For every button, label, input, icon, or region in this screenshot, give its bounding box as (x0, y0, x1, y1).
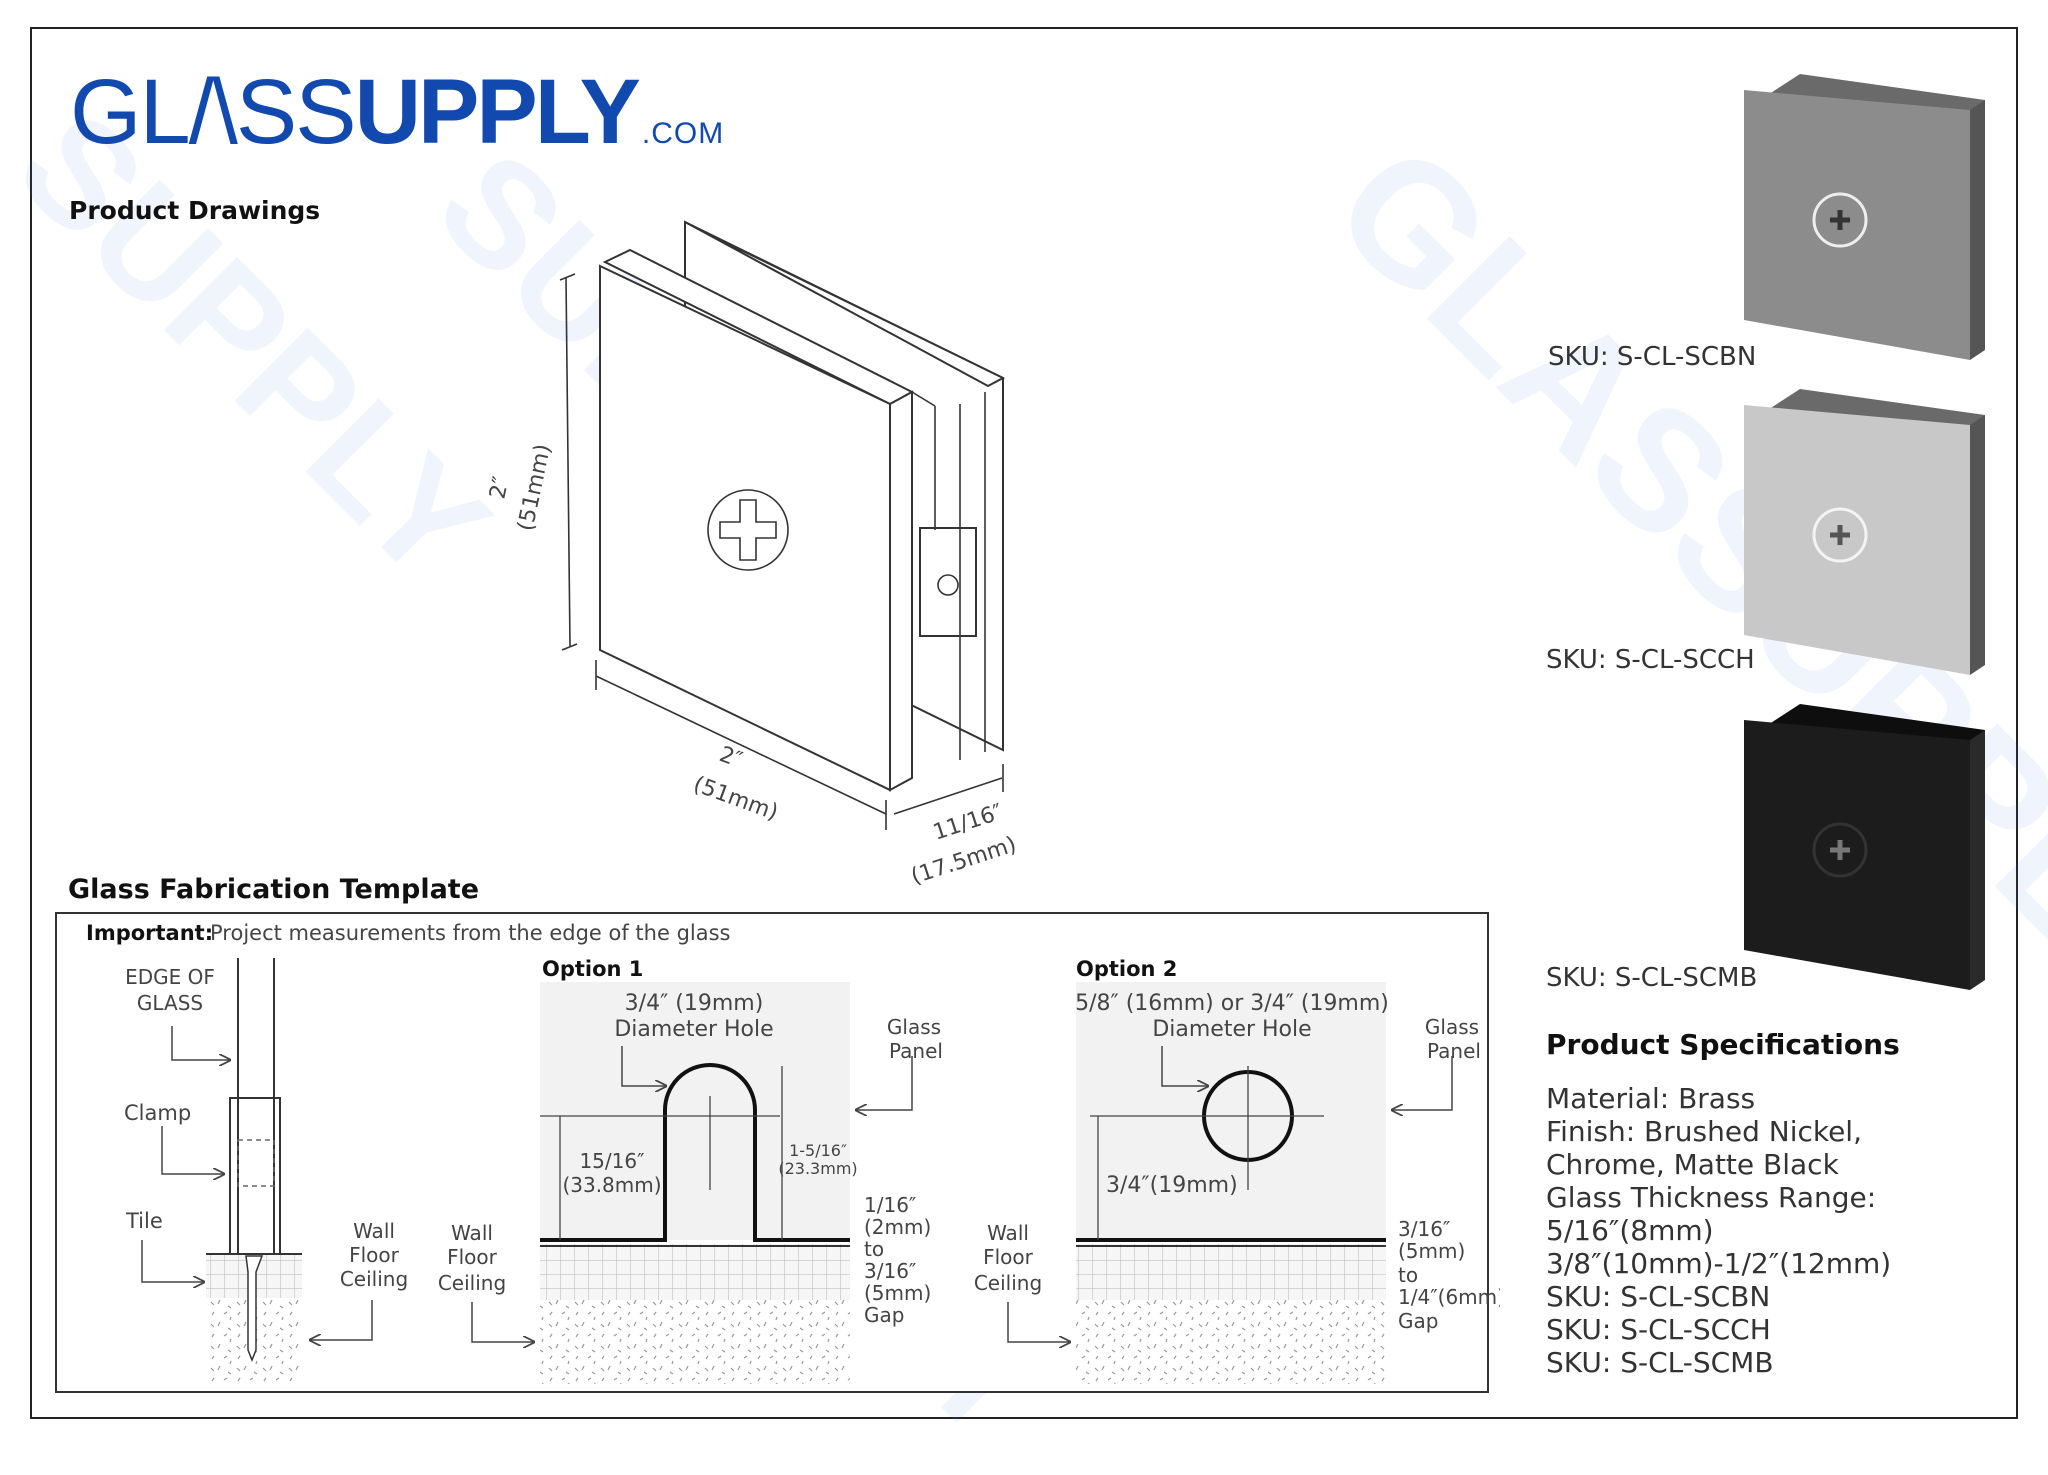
option1-gap-label: to (864, 1237, 884, 1261)
option1-gap-label: 3/16″ (864, 1259, 916, 1283)
option1-height-label: (33.8mm) (562, 1173, 661, 1197)
option2-gap-label: to (1398, 1263, 1418, 1287)
surface-label: Ceiling (974, 1271, 1042, 1295)
option1-gap-label: Gap (864, 1303, 904, 1327)
spec-line: Glass Thickness Range: 5/16″(8mm) (1546, 1181, 1877, 1247)
option2-hole-label: Diameter Hole (1152, 1017, 1311, 1042)
product-photo-chrome (1744, 389, 1985, 675)
product-drawings-heading: Product Drawings (69, 196, 321, 225)
option2-gap-label: Gap (1398, 1309, 1438, 1333)
option1-hole-label: Diameter Hole (614, 1017, 773, 1042)
glass-panel-label: Glass (887, 1015, 941, 1039)
edge-of-glass-label: EDGE OF (125, 965, 215, 989)
specifications-list: Material: Brass Finish: Brushed Nickel, … (1546, 1082, 2048, 1379)
important-label: Important: (86, 921, 213, 945)
surface-label: Floor (983, 1245, 1034, 1269)
option1-slot-label: 1-5/16″ (789, 1141, 847, 1160)
sku-label: SKU: S-CL-SCCH (1546, 645, 1755, 675)
product-photo-brushed-nickel (1744, 74, 1985, 360)
clamp-isometric-drawing: 2″ (51mm) 2″ (51mm) 11/16″ (17.5mm) (485, 220, 1020, 890)
spec-line: 3/8″(10mm)-1/2″(12mm) (1546, 1247, 1892, 1280)
sku-label: SKU: S-CL-SCMB (1546, 963, 1758, 993)
option2-gap-label: 1/4″(6mm) (1398, 1285, 1500, 1309)
glass-panel-label: Glass (1425, 1015, 1479, 1039)
spec-line: SKU: S-CL-SCCH (1546, 1313, 1771, 1346)
option2-title: Option 2 (1076, 957, 1177, 981)
clamp-label: Clamp (124, 1101, 191, 1125)
option2-height-label: 3/4″(19mm) (1106, 1173, 1238, 1198)
spec-line: Chrome, Matte Black (1546, 1148, 1839, 1181)
surface-label: Ceiling (340, 1267, 408, 1291)
surface-label: Floor (447, 1245, 498, 1269)
option1-height-label: 15/16″ (579, 1149, 644, 1173)
edge-of-glass-label: GLASS (137, 991, 203, 1015)
option2-gap-label: (5mm) (1398, 1239, 1465, 1263)
important-note: Project measurements from the edge of th… (210, 921, 730, 945)
surface-label: Wall (451, 1221, 493, 1245)
surface-label: Floor (349, 1243, 400, 1267)
spec-line: Material: Brass (1546, 1082, 1756, 1115)
spec-line: Finish: Brushed Nickel, (1546, 1115, 1862, 1148)
glassupply-logo: GL/\SSUPPLY.COM (70, 61, 725, 163)
sku-label: SKU: S-CL-SCBN (1548, 342, 1757, 372)
surface-label: Wall (987, 1221, 1029, 1245)
glass-panel-label: Panel (889, 1039, 943, 1063)
option2-diagram (1076, 982, 1453, 1384)
option1-gap-label: (5mm) (864, 1281, 931, 1305)
fabrication-template: Important: Project measurements from the… (55, 912, 1500, 1393)
option1-hole-label: 3/4″ (19mm) (625, 991, 764, 1016)
tile-label: Tile (125, 1209, 163, 1233)
height-dimension-label: 2″ (485, 474, 514, 501)
section-view (141, 958, 373, 1382)
option1-gap-label: 1/16″ (864, 1193, 916, 1217)
option1-slot-label: (23.3mm) (778, 1159, 857, 1178)
fabrication-template-heading: Glass Fabrication Template (68, 874, 480, 905)
product-photo-matte-black (1744, 704, 1985, 990)
specifications-heading: Product Specifications (1546, 1028, 1900, 1061)
glass-panel-label: Panel (1427, 1039, 1481, 1063)
surface-label: Wall (353, 1219, 395, 1243)
option2-gap-label: 3/16″ (1398, 1217, 1450, 1241)
option1-gap-label: (2mm) (864, 1215, 931, 1239)
spec-line: SKU: S-CL-SCMB (1546, 1346, 1774, 1379)
option1-title: Option 1 (542, 957, 643, 981)
option1-diagram (540, 982, 913, 1384)
option2-hole-label: 5/8″ (16mm) or 3/4″ (19mm) (1075, 991, 1389, 1016)
spec-line: SKU: S-CL-SCBN (1546, 1280, 1771, 1313)
surface-label: Ceiling (438, 1271, 506, 1295)
